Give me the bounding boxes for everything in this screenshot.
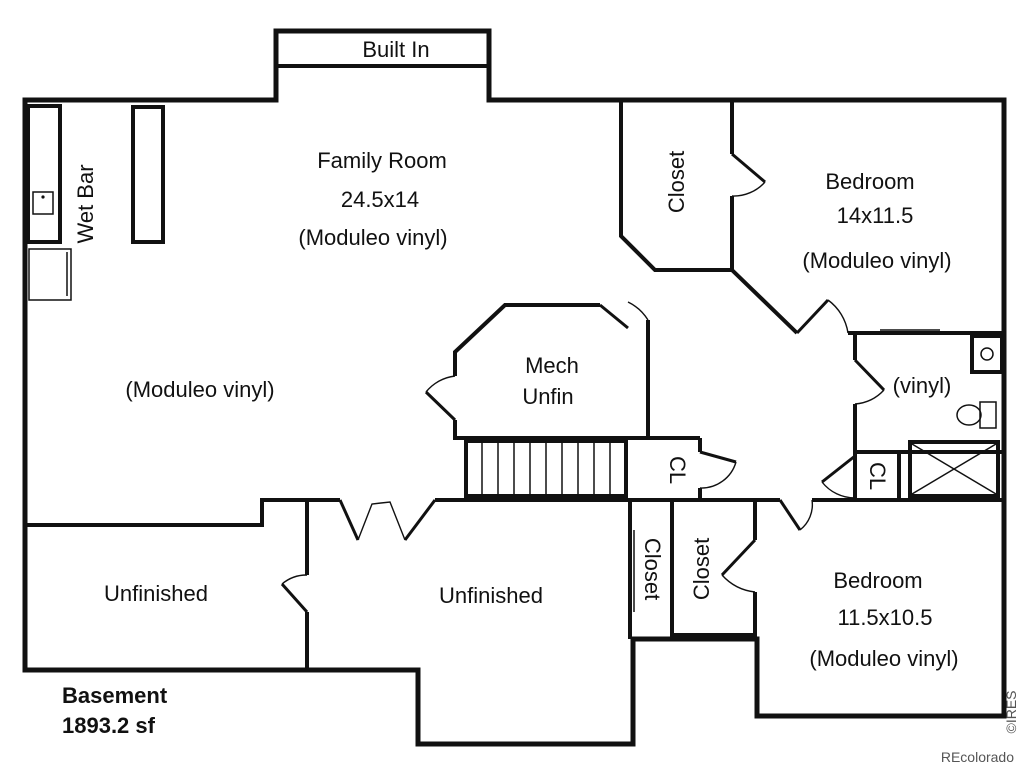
wet-bar-island xyxy=(131,105,165,244)
exterior-wall xyxy=(22,28,1007,747)
family-room-name: Family Room xyxy=(317,148,447,173)
fridge xyxy=(28,248,72,301)
shower-diagonal xyxy=(911,443,997,495)
watermark: REcolorado xyxy=(941,749,1014,765)
built-in-label: Built In xyxy=(362,37,429,62)
door-mech-north xyxy=(599,301,649,330)
bath-closet-label: CL xyxy=(865,462,890,490)
door-unfinished-left xyxy=(280,574,309,613)
closet-mid-label: Closet xyxy=(640,538,665,600)
family-room-west-floor: (Moduleo vinyl) xyxy=(125,377,274,402)
family-room-size: 24.5x14 xyxy=(341,187,419,212)
bedroom2-size: 11.5x10.5 xyxy=(837,605,932,630)
bedroom1-name: Bedroom xyxy=(825,169,914,194)
mech-room-wall xyxy=(453,303,700,440)
bath-closet-wall xyxy=(853,452,901,498)
door-bath-closet xyxy=(821,454,856,499)
closet-right-wall xyxy=(672,500,757,639)
wet-bar-counter xyxy=(26,104,62,244)
door-bedroom1 xyxy=(795,298,849,335)
sink-faucet xyxy=(41,195,45,199)
wet-bar-sink xyxy=(32,191,54,215)
door-bath xyxy=(853,358,886,405)
wet-bar-label: Wet Bar xyxy=(73,164,98,243)
unfinished-left-label: Unfinished xyxy=(104,581,208,606)
upper-closet-wall xyxy=(619,100,732,272)
door-bedroom2 xyxy=(778,499,814,531)
door-unfinished-double xyxy=(338,499,437,541)
closet-right-label: Closet xyxy=(689,538,714,600)
level-area: 1893.2 sf xyxy=(62,713,156,738)
bedroom1-floor: (Moduleo vinyl) xyxy=(802,248,951,273)
stair-treads xyxy=(481,441,611,496)
stair-closet-label: CL xyxy=(665,456,690,484)
bedroom1-size: 14x11.5 xyxy=(837,203,914,228)
door-stair-closet xyxy=(699,450,737,489)
door-closet-right xyxy=(720,538,757,593)
middle-wall xyxy=(25,498,1004,527)
bedroom2-name: Bedroom xyxy=(833,568,922,593)
bedroom1-west-wall xyxy=(730,100,799,335)
door-bedroom1-closet xyxy=(731,152,766,197)
toilet-bowl xyxy=(956,404,982,426)
door-mech-west xyxy=(424,375,457,422)
level-name: Basement xyxy=(62,683,168,708)
toilet-tank xyxy=(979,401,997,429)
mech-label-line1: Mech xyxy=(525,353,579,378)
closet-upper-label: Closet xyxy=(664,151,689,213)
bedroom2-floor: (Moduleo vinyl) xyxy=(809,646,958,671)
unfinished-center-label: Unfinished xyxy=(439,583,543,608)
bath-floor: (vinyl) xyxy=(893,373,952,398)
closet-mid-wall xyxy=(628,500,674,639)
ires-credit: ©IRES xyxy=(1003,691,1019,734)
family-room-floor: (Moduleo vinyl) xyxy=(298,225,447,250)
mech-label-line2: Unfin xyxy=(522,384,573,409)
shower xyxy=(908,440,1000,498)
stair-closet-wall xyxy=(624,438,702,498)
bath-sink xyxy=(980,347,994,361)
bath-vanity xyxy=(970,334,1004,374)
